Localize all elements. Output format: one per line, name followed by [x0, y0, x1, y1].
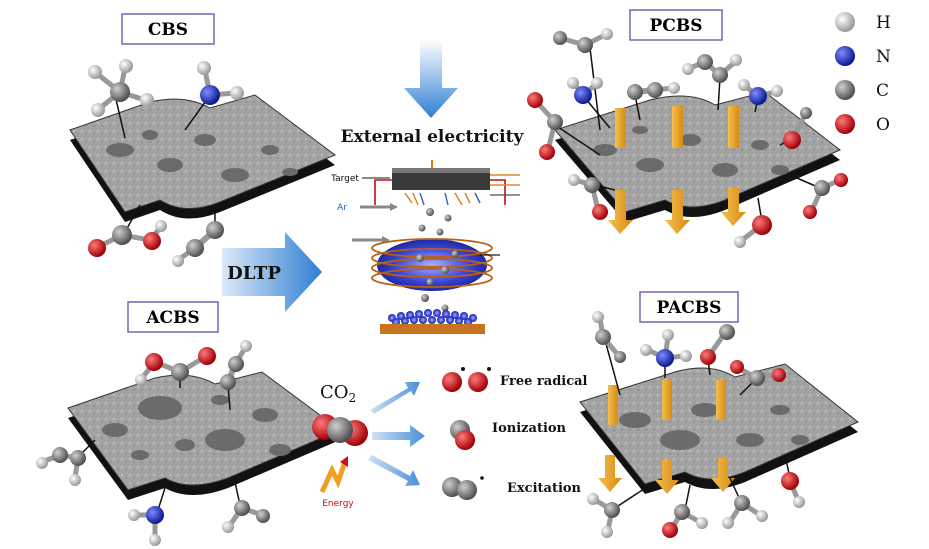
cbs-label: CBS: [148, 20, 188, 40]
cbs-sheet: [69, 94, 337, 222]
cbs-methyl-group: [88, 59, 154, 139]
pacbs-plasma-arrows: [598, 380, 735, 494]
pacbs-sheet: [579, 363, 859, 494]
ionization-label: Ionization: [492, 421, 567, 436]
acbs-label: ACBS: [145, 308, 199, 328]
acbs-label-box: [127, 301, 219, 333]
cbs-carboxyl-group: [88, 204, 167, 257]
legend-o-label: O: [876, 115, 890, 135]
dltp-label: DLTP: [227, 263, 281, 284]
excitation-label: Excitation: [507, 481, 582, 496]
pcbs-label: PCBS: [650, 16, 703, 36]
acbs-sheet: [67, 371, 341, 500]
co2-molecule: [312, 414, 368, 446]
free-radical-icon: [442, 367, 491, 392]
external-electricity-label: External electricity: [341, 127, 525, 147]
legend: H N C O: [835, 12, 891, 135]
pacbs-functional-groups: [587, 311, 805, 538]
co2-label: CO2: [320, 382, 356, 405]
legend-c-label: C: [876, 81, 889, 101]
energy-label: Energy: [322, 499, 354, 509]
pcbs-functional-groups: [527, 28, 848, 248]
legend-n-icon: [835, 46, 855, 66]
acbs-ethyl-group: [36, 439, 96, 486]
ar-label: Ar: [337, 203, 347, 213]
cbs-alkyne-group: [172, 208, 224, 267]
cbs-amine-group: [184, 61, 244, 131]
down-arrow-icon: [404, 40, 458, 118]
acbs-alkyne-group: [220, 340, 252, 411]
free-radical-label: Free radical: [500, 374, 588, 389]
acbs-amine-group: [128, 487, 166, 546]
pacbs-label-box: [639, 291, 739, 323]
excitation-icon: [442, 476, 484, 500]
legend-h-icon: [835, 12, 855, 32]
pacbs-label: PACBS: [657, 298, 722, 318]
dltp-arrow: [222, 232, 322, 312]
acbs-carboxyl-group: [135, 347, 216, 388]
acbs-ethyl-group-2: [222, 481, 270, 533]
legend-n-label: N: [876, 47, 891, 67]
pcbs-label-box: [629, 9, 723, 41]
cbs-label-box: [121, 13, 215, 45]
process-arrows: [368, 382, 425, 486]
target-label: Target: [330, 174, 359, 184]
pcbs-sheet: [554, 91, 841, 222]
legend-o-icon: [835, 114, 855, 134]
energy-icon: [319, 456, 348, 494]
plasma-reactor: [352, 160, 520, 334]
pcbs-plasma-arrows: [608, 106, 746, 234]
ionization-icon: [450, 420, 475, 450]
legend-c-icon: [835, 80, 855, 100]
legend-h-label: H: [876, 13, 891, 33]
